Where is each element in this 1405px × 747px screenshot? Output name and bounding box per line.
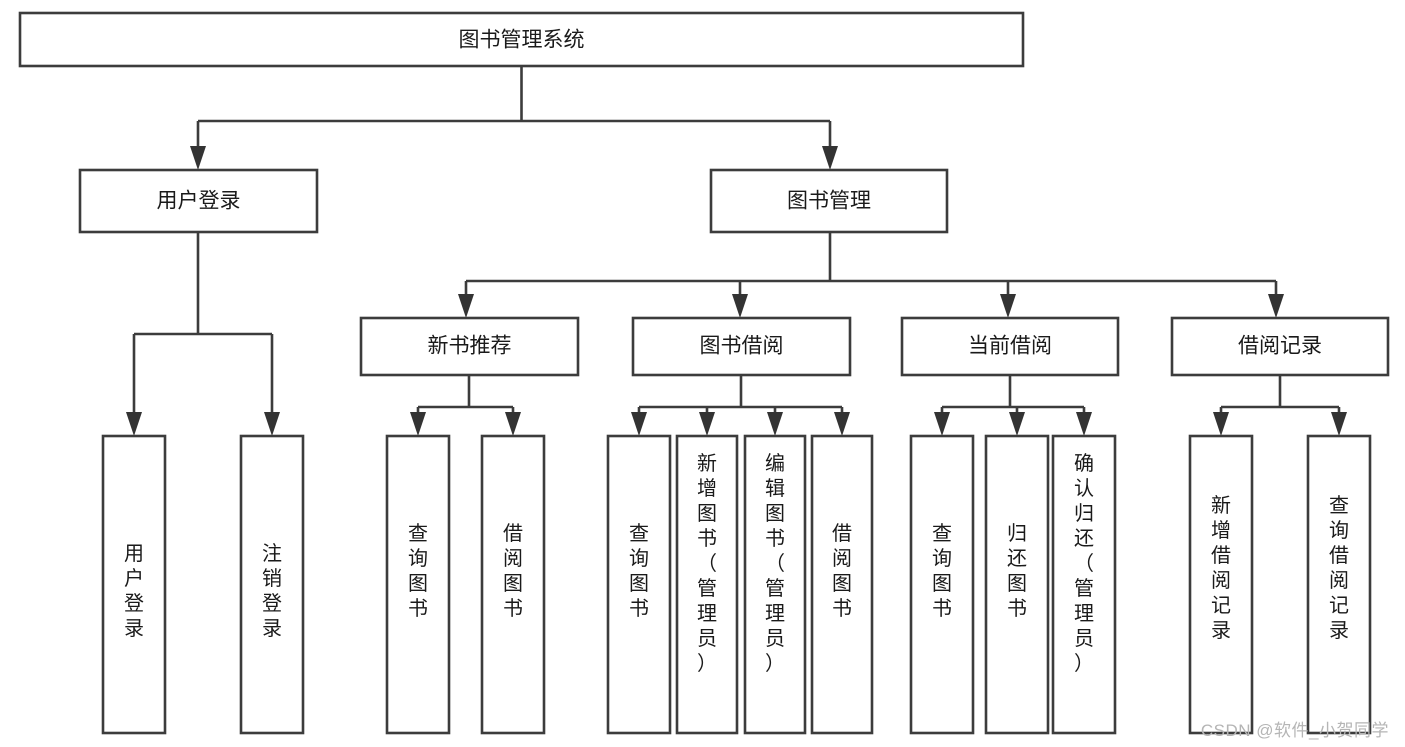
leaf-label: 新增图书（管理员） [697,452,717,675]
level2-label-book-borrow: 图书借阅 [700,335,784,358]
level2-box-new-book[interactable] [359,316,580,377]
leaf-box[interactable] [1188,434,1254,735]
leaf-label: 查询图书 [629,522,649,620]
level1-box-book-management[interactable] [709,168,949,234]
leaf-box[interactable] [909,434,975,735]
node-level1-user-login[interactable]: 用户登录 [78,168,319,234]
leaf-node[interactable]: 查询图书 [909,434,975,735]
leaf-label: 确认归还（管理员） [1074,452,1094,675]
level1-label-user-login: 用户登录 [157,190,241,213]
connector-group-book-borrow [631,375,850,436]
leaf-node[interactable]: 借阅图书 [810,434,874,735]
leaf-label: 归还图书 [1007,522,1027,620]
arrow-head-icon [834,412,850,436]
connector-group-current-borrow [934,375,1092,436]
node-level2-book-borrow[interactable]: 图书借阅 [631,316,852,377]
connector-group-book-mgmt [458,232,1284,318]
leaf-box[interactable] [1051,434,1117,735]
arrow-head-icon [126,412,142,436]
arrow-head-icon [458,294,474,318]
leaf-node[interactable]: 编辑图书（管理员） [743,434,807,735]
leaf-box[interactable] [480,434,546,735]
leaf-label: 用户登录 [124,543,144,640]
level2-label-new-book: 新书推荐 [428,335,512,358]
leaf-node[interactable]: 借阅图书 [480,434,546,735]
leaf-node[interactable]: 查询借阅记录 [1306,434,1372,735]
arrow-head-icon [934,412,950,436]
arrow-head-icon [767,412,783,436]
arrow-head-icon [505,412,521,436]
arrow-head-icon [410,412,426,436]
leaf-label: 借阅图书 [503,522,523,620]
arrow-head-icon [1268,294,1284,318]
leaf-box[interactable] [984,434,1050,735]
leaf-box[interactable] [385,434,451,735]
level2-box-borrow-record[interactable] [1170,316,1390,377]
leaf-box[interactable] [606,434,672,735]
arrow-head-icon [264,412,280,436]
leaf-node[interactable]: 新增图书（管理员） [675,434,739,735]
leaf-label: 借阅图书 [832,522,852,620]
arrow-head-icon [699,412,715,436]
leaf-box[interactable] [239,434,305,735]
leaf-node[interactable]: 注销登录 [239,434,305,735]
level2-label-current-borrow: 当前借阅 [968,335,1052,358]
root-label: 图书管理系统 [459,29,585,52]
level2-box-current-borrow[interactable] [900,316,1120,377]
arrow-head-icon [1000,294,1016,318]
level1-box-user-login[interactable] [78,168,319,234]
leaf-box[interactable] [675,434,739,735]
leaf-label: 查询图书 [932,522,952,620]
arrow-head-icon [822,146,838,170]
leaf-box[interactable] [1306,434,1372,735]
root-box[interactable] [18,11,1025,68]
node-root[interactable]: 图书管理系统 [18,11,1025,68]
node-level2-borrow-record[interactable]: 借阅记录 [1170,316,1390,377]
leaf-label: 新增借阅记录 [1211,494,1231,642]
node-level2-new-book[interactable]: 新书推荐 [359,316,580,377]
connector-group-new-book [410,375,521,436]
leaf-node[interactable]: 查询图书 [606,434,672,735]
arrow-head-icon [190,146,206,170]
leaf-node[interactable]: 用户登录 [101,434,167,735]
node-level1-book-management[interactable]: 图书管理 [709,168,949,234]
leaf-label: 编辑图书（管理员） [765,452,785,675]
arrow-head-icon [1213,412,1229,436]
arrow-head-icon [1009,412,1025,436]
connector-group-root [190,66,838,170]
leaf-label: 查询借阅记录 [1329,494,1349,642]
leaf-label: 注销登录 [262,542,282,640]
leaf-box[interactable] [101,434,167,735]
arrow-head-icon [1331,412,1347,436]
leaf-box[interactable] [810,434,874,735]
arrow-head-icon [1076,412,1092,436]
leaf-node[interactable]: 查询图书 [385,434,451,735]
level2-label-borrow-record: 借阅记录 [1238,335,1322,358]
arrow-head-icon [631,412,647,436]
node-level2-current-borrow[interactable]: 当前借阅 [900,316,1120,377]
leaf-label: 查询图书 [408,522,428,620]
connector-group-borrow-record [1213,375,1347,436]
leaf-box[interactable] [743,434,807,735]
leaf-node[interactable]: 归还图书 [984,434,1050,735]
leaf-node[interactable]: 新增借阅记录 [1188,434,1254,735]
connector-group-user-login [126,232,280,436]
arrow-head-icon [732,294,748,318]
leaf-node[interactable]: 确认归还（管理员） [1051,434,1117,735]
level2-box-book-borrow[interactable] [631,316,852,377]
level1-label-book-management: 图书管理 [787,190,871,213]
